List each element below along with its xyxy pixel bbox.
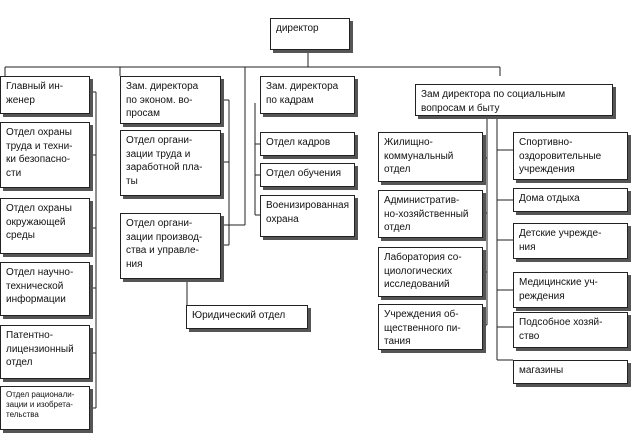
legal-department-box: Юридический отдел xyxy=(186,305,308,329)
dept-production-mgmt-box: Отдел органи- зации производ- ства и упр… xyxy=(120,213,221,279)
dept-environment-box: Отдел охраны окружающей среды xyxy=(0,198,90,254)
unit-auxiliary-farm-box: Подсобное хозяй- ство xyxy=(513,312,628,348)
dept-sci-tech-info-box: Отдел научно- технической информации xyxy=(0,262,90,316)
unit-housing-box: Жилищно- коммунальный отдел xyxy=(378,132,483,182)
dept-rationalization-box: Отдел рационали- зации и изобрета- тельс… xyxy=(0,386,90,430)
dept-training-box: Отдел обучения xyxy=(260,163,355,187)
director-box: директор xyxy=(270,18,350,50)
dept-patent-box: Патентно- лицензионный отдел xyxy=(0,325,90,379)
dept-personnel-box: Отдел кадров xyxy=(260,132,355,156)
deputy-hr-box: Зам. директора по кадрам xyxy=(260,76,355,114)
dept-labor-wages-box: Отдел органи- зации труда и заработной п… xyxy=(120,130,221,196)
unit-sociology-lab-box: Лаборатория со- циологических исследован… xyxy=(378,247,483,297)
chief-engineer-box: Главный ин- женер xyxy=(0,76,90,114)
unit-catering-box: Учреждения об- щественного пи- тания xyxy=(378,304,483,350)
deputy-economics-box: Зам. директора по эконом. во- просам xyxy=(120,76,221,124)
dept-security-box: Военизированная охрана xyxy=(260,195,355,237)
unit-rest-homes-box: Дома отдыха xyxy=(513,188,628,212)
unit-admin-box: Административ- но-хозяйственный отдел xyxy=(378,190,483,238)
unit-shops-box: магазины xyxy=(513,360,628,384)
unit-medical-box: Медицинские уч- реждения xyxy=(513,272,628,308)
dept-labor-safety-box: Отдел охраны труда и техни- ки безопасно… xyxy=(0,122,90,188)
unit-sports-box: Спортивно- оздоровительные учреждения xyxy=(513,132,628,180)
deputy-social-box: Зам директора по социальным вопросам и б… xyxy=(415,84,613,116)
unit-children-box: Детские учрежде- ния xyxy=(513,223,628,259)
